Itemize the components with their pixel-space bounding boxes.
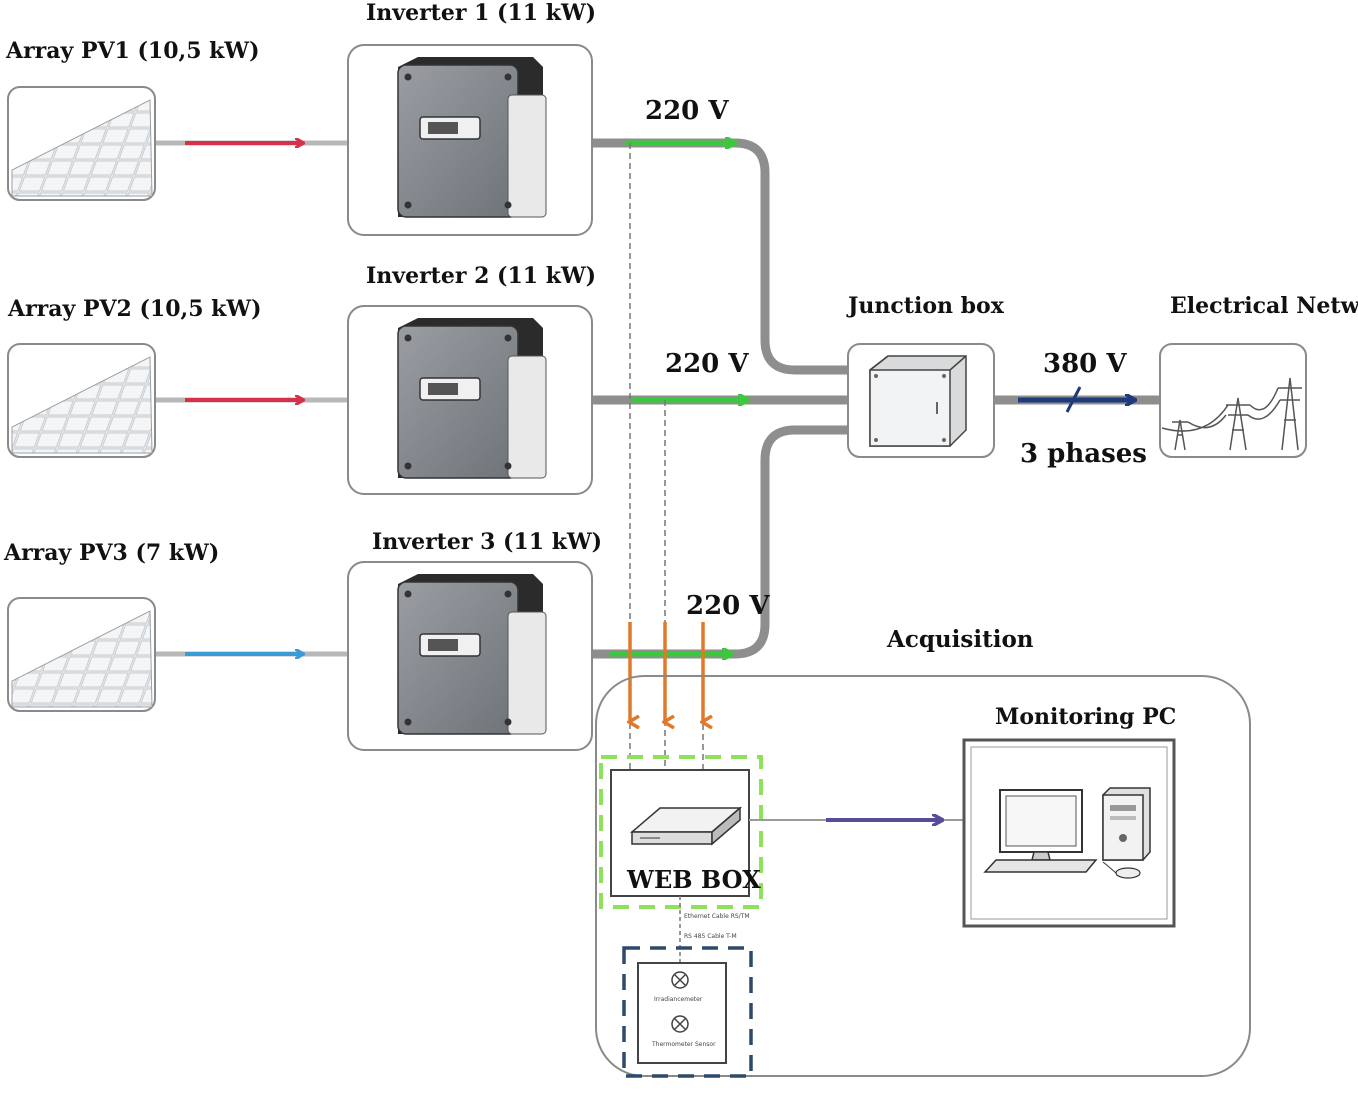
computer-icon	[983, 787, 1151, 879]
phases-label: 3 phases	[1020, 439, 1147, 469]
power-tower-icon	[1161, 377, 1302, 451]
junction-box-icon	[869, 355, 967, 447]
electrical-network-label: Electrical Network	[1170, 293, 1358, 319]
pv-array-1	[7, 86, 156, 201]
pv-array-3	[7, 597, 156, 712]
acquisition-label: Acquisition	[886, 626, 1034, 653]
acquisition-region	[595, 675, 1251, 1077]
array-label-2: Array PV2 (10,5 kW)	[7, 296, 262, 322]
sensor-label-2: Thermometer Sensor	[651, 1041, 716, 1048]
inverter-label-2: Inverter 2 (11 kW)	[366, 263, 596, 289]
temperature-sensor-icon	[671, 1015, 689, 1033]
voltage-label-3: 220 V	[686, 591, 770, 621]
voltage-label-out: 380 V	[1043, 349, 1127, 379]
voltage-label-1: 220 V	[645, 96, 729, 126]
voltage-label-2: 220 V	[665, 349, 749, 379]
array-label-3: Array PV3 (7 kW)	[3, 540, 219, 566]
solar-panel-icon	[11, 99, 153, 197]
solar-panel-icon	[11, 610, 153, 708]
web-box-label: WEB BOX	[626, 865, 761, 894]
web-box-icon	[629, 806, 743, 846]
sensor-label-1: Irradiancemeter	[654, 996, 703, 1003]
array-label-1: Array PV1 (10,5 kW)	[5, 38, 260, 64]
sensor-box	[637, 962, 727, 1064]
sensor-dashed-frame	[622, 946, 753, 1078]
inverter-1	[347, 44, 593, 236]
web-box-dashed-frame	[599, 755, 763, 909]
cable-label-1: Ethernet Cable RS/TM	[684, 913, 750, 920]
pv-array-2	[7, 343, 156, 458]
inverter-3	[347, 561, 593, 751]
junction-box	[847, 343, 995, 458]
cable-label-2: RS 485 Cable T-M	[684, 933, 737, 940]
data-arrows	[630, 622, 703, 722]
inverter-icon	[397, 318, 547, 479]
phase-slash	[1065, 386, 1082, 413]
inverter-icon	[397, 57, 547, 218]
electrical-network	[1159, 343, 1307, 458]
inverter-icon	[397, 574, 547, 735]
inverter-label-3: Inverter 3 (11 kW)	[372, 529, 602, 555]
inverter-label-1: Inverter 1 (11 kW)	[366, 0, 596, 26]
junction-box-label: Junction box	[846, 293, 1005, 319]
monitoring-pc-label: Monitoring PC	[995, 704, 1176, 730]
solar-panel-icon	[11, 356, 153, 454]
inverter-2	[347, 305, 593, 495]
irradiance-sensor-icon	[671, 971, 689, 989]
